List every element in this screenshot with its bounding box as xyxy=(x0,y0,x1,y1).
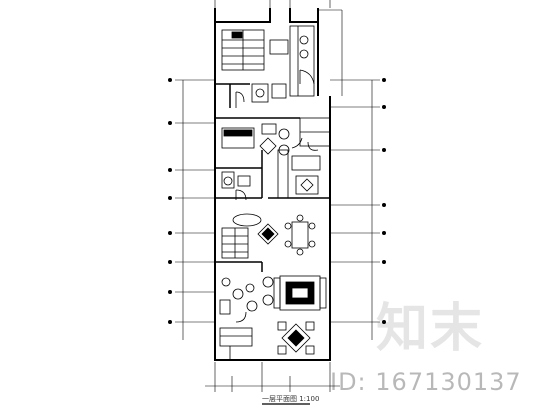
lower-stair xyxy=(215,227,263,272)
bedroom-fixtures xyxy=(215,117,331,156)
right-axis-markers xyxy=(382,78,386,324)
top-axis xyxy=(214,0,343,96)
left-axis-lines xyxy=(175,79,215,340)
right-axis-lines xyxy=(330,79,380,340)
dining-fixtures xyxy=(232,213,316,256)
bottom-axis xyxy=(205,362,340,405)
watermark-id: ID: 167130137 xyxy=(330,368,522,396)
kitchen-fixtures xyxy=(268,141,330,199)
top-room-fixtures xyxy=(215,25,315,108)
left-axis-markers xyxy=(168,78,172,324)
exterior-walls xyxy=(214,8,331,361)
bath-fixtures xyxy=(215,150,263,201)
plan-title: 一层平面图 1:100 xyxy=(262,395,319,403)
lounge-fixtures xyxy=(219,311,315,360)
upper-stair xyxy=(221,29,265,71)
living-fixtures xyxy=(219,275,327,315)
watermark-logo: 知末 xyxy=(376,299,485,359)
